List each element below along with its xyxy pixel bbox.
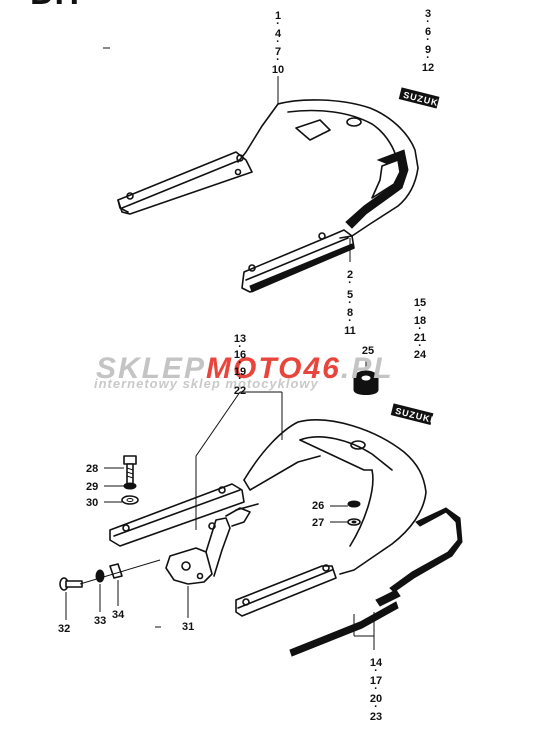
callout-3-6-9-12: 3 · 6 · 9 · 12: [422, 8, 434, 74]
callout-label: 13: [234, 333, 246, 345]
callout-label: 7: [275, 46, 281, 58]
callout-label: 23: [370, 711, 382, 723]
lower-tail-cover: [109, 419, 427, 617]
callout-dot: ·: [374, 665, 378, 677]
screw-line: [79, 559, 161, 585]
grommet-25: [353, 370, 379, 395]
callout-dot: ·: [426, 16, 430, 28]
callout-dot: ·: [348, 315, 352, 327]
callout-label: 3: [425, 8, 431, 20]
label-26: 26: [312, 500, 324, 512]
emblem-upper: SUZUKI: [398, 87, 443, 109]
label-32: 32: [58, 623, 70, 635]
callout-label: 16: [234, 349, 246, 361]
label-29: 29: [86, 481, 98, 493]
emblem-lower: SUZUKI: [390, 403, 435, 425]
callout-label: 17: [370, 675, 382, 687]
watermark-part-4: .PL: [341, 352, 394, 385]
callout-label: 22: [234, 385, 246, 397]
callout-2-5-8-11: 2 · 5 · 8 · 11: [344, 269, 356, 337]
callout-dot: ·: [374, 701, 378, 713]
spring-washer-33: [95, 569, 105, 583]
callout-dot: ·: [426, 52, 430, 64]
header-fragment: DH: [30, 0, 79, 12]
callout-dot: ·: [238, 357, 242, 369]
label-31: 31: [182, 621, 194, 633]
callout-25: 25: [362, 345, 374, 357]
callout-label: 15: [414, 297, 426, 309]
callout-label: 24: [414, 349, 427, 361]
callout-label: 2: [347, 269, 353, 281]
callout-label: 4: [275, 28, 282, 40]
bracket-31: [165, 503, 259, 585]
callout-label: 5: [347, 289, 353, 301]
callout-dot: ·: [276, 18, 280, 30]
watermark: SKLEPMOTO46.PL internetowy sklep motocyk…: [94, 352, 394, 391]
clip-34: [109, 563, 123, 579]
callout-label: 18: [414, 315, 426, 327]
washer-30: [121, 495, 139, 505]
label-34: 34: [112, 609, 125, 621]
emblem-lower-text: SUZUKI: [394, 406, 435, 425]
label-33: 33: [94, 615, 106, 627]
callout-dot: ·: [348, 297, 352, 309]
callout-dot: ·: [348, 277, 352, 289]
bolt-28: [123, 455, 137, 485]
callout-label: 8: [347, 307, 353, 319]
callout-label: 6: [425, 26, 431, 38]
nut-27: [347, 518, 361, 526]
watermark-title: SKLEPMOTO46.PL: [96, 352, 394, 385]
label-30: 30: [86, 497, 98, 509]
callout-dot: ·: [418, 323, 422, 335]
callout-dot: ·: [418, 305, 422, 317]
callout-label: 12: [422, 62, 434, 74]
callout-14-17-20-23: 14 · 17 · 20 · 23: [370, 657, 383, 723]
watermark-part-2: MOTO: [206, 352, 303, 385]
leader-lines: [65, 76, 375, 650]
callout-label: 11: [344, 325, 356, 337]
watermark-part-1: SKLEP: [96, 352, 206, 385]
label-28: 28: [86, 463, 98, 475]
label-27: 27: [312, 517, 324, 529]
callout-label: 14: [370, 657, 383, 669]
emblem-upper-text: SUZUKI: [402, 90, 443, 109]
callout-label: 9: [425, 44, 431, 56]
nut-26: [347, 500, 361, 508]
callout-dot: ·: [276, 54, 280, 66]
callout-13-16-19-22: 13 · 16 · 19 · 22: [234, 333, 246, 397]
callout-dot: ·: [418, 340, 422, 352]
callout-label: 21: [414, 332, 426, 344]
watermark-part-3: 46: [302, 352, 340, 385]
callout-dot: ·: [238, 341, 242, 353]
side-stripe-decal: [289, 507, 463, 657]
callout-dot: ·: [238, 373, 242, 385]
callout-label: 10: [272, 64, 284, 76]
nut-29: [123, 482, 137, 490]
callout-dot: ·: [374, 683, 378, 695]
callout-label: 19: [234, 366, 246, 378]
callout-dot: ·: [276, 36, 280, 48]
callout-15-18-21-24: 15 · 18 · 21 · 24: [414, 297, 427, 361]
callout-label: 1: [275, 10, 281, 22]
callout-1-4-7-10: 1 · 4 · 7 · 10: [272, 10, 284, 76]
screw-32: [59, 577, 83, 591]
callout-dot: ·: [426, 34, 430, 46]
callout-label: 20: [370, 693, 382, 705]
upper-tail-cover: [117, 99, 419, 293]
watermark-subtitle: internetowy sklep motocyklowy: [94, 376, 319, 391]
